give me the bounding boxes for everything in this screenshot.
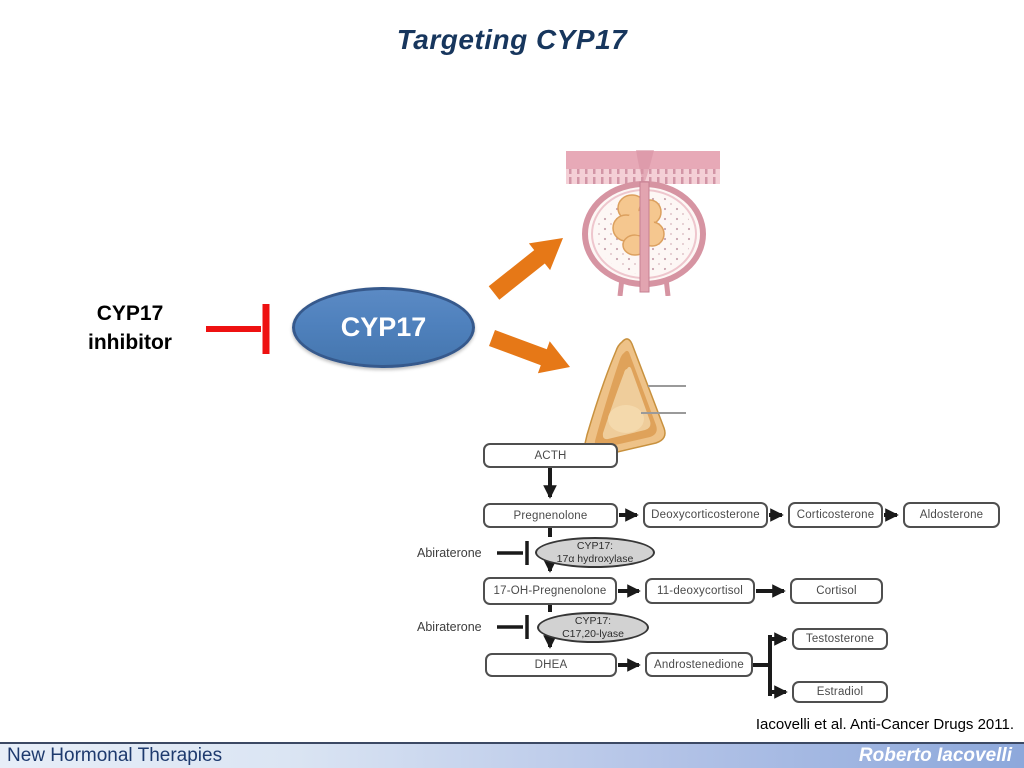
cyp17-target-label: CYP17 (340, 312, 427, 342)
pathway-box-dhea: DHEA (485, 653, 617, 677)
pathway-box-testosterone: Testosterone (792, 628, 888, 650)
box-label: ACTH (534, 449, 567, 462)
gland-tissue-texture (596, 194, 692, 274)
box-label: Cortisol (816, 585, 857, 597)
urethra-channel (639, 181, 650, 293)
citation-text: Iacovelli et al. Anti-Cancer Drugs 2011. (755, 716, 1014, 733)
box-label: Androstenedione (654, 658, 744, 671)
urethra-neck (636, 150, 654, 184)
enzyme-label-line1: CYP17: (574, 614, 612, 627)
enzyme-label-line2: 17α hydroxylase (556, 552, 634, 565)
cyp17-target-ellipse: CYP17 (292, 287, 475, 368)
pathway-box-11-deoxycortisol: 11-deoxycortisol (645, 578, 755, 604)
enzyme-label-line1: CYP17: (576, 539, 614, 552)
urethra-stem (617, 277, 671, 296)
adrenal-label-lines (641, 385, 686, 414)
pathway-box-corticosterone: Corticosterone (788, 502, 883, 528)
footer-author-name: Roberto Iacovelli (858, 745, 1012, 766)
pathway-box-deoxycorticosterone: Deoxycorticosterone (643, 502, 768, 528)
box-label: Corticosterone (796, 509, 875, 521)
adrenal-cortex (594, 350, 657, 449)
inhibitor-label-line2: inhibitor (88, 331, 172, 354)
prostate-anatomy-illustration (566, 150, 720, 296)
cyp17-inhibitor-label: CYP17 inhibitor (75, 299, 185, 357)
adrenal-capsule (583, 338, 666, 459)
pathway-box-pregnenolone: Pregnenolone (483, 503, 618, 528)
inhibitor-label-line1: CYP17 (96, 302, 164, 325)
pathway-box-androstenedione: Androstenedione (645, 652, 753, 677)
pathway-box-estradiol: Estradiol (792, 681, 888, 703)
prostate-capsule (582, 181, 706, 287)
prostate-lobes (612, 194, 665, 256)
abiraterone-label-upper: Abiraterone (417, 546, 482, 560)
box-label: Testosterone (805, 633, 875, 645)
pathway-box-aldosterone: Aldosterone (903, 502, 1000, 528)
bladder-wall-band (566, 151, 720, 169)
arrow-to-adrenal-icon (489, 330, 570, 374)
box-label: DHEA (534, 659, 568, 671)
box-label: 11-deoxycortisol (656, 585, 744, 597)
footer-presentation-title: New Hormonal Therapies (7, 745, 223, 766)
enzyme-label-line2: C17,20-lyase (562, 627, 624, 640)
enzyme-ellipse-c1720-lyase: CYP17: C17,20-lyase (537, 612, 649, 643)
abiraterone-tbar-icon-upper (497, 541, 529, 565)
pathway-box-17-oh-pregnenolone: 17-OH-Pregnenolone (483, 577, 617, 605)
abiraterone-label-lower: Abiraterone (417, 620, 482, 634)
box-label: 17-OH-Pregnenolone (493, 585, 607, 597)
pathway-box-acth: ACTH (483, 443, 618, 468)
adrenal-highlight (608, 405, 644, 433)
box-label: Aldosterone (919, 509, 984, 521)
pathway-box-cortisol: Cortisol (790, 578, 883, 604)
page-title: Targeting CYP17 (396, 24, 628, 55)
abiraterone-tbar-icon-lower (497, 615, 529, 639)
footer-bar: New Hormonal Therapies Roberto Iacovelli (0, 742, 1024, 768)
adrenal-medulla (602, 366, 651, 440)
enzyme-ellipse-17a-hydroxylase: CYP17: 17α hydroxylase (535, 537, 655, 568)
box-label: Deoxycorticosterone (651, 509, 760, 521)
capsule-inner-ring (591, 189, 697, 279)
arrow-to-prostate-icon (488, 238, 563, 300)
muscle-striation-band (566, 169, 720, 184)
inhibition-tbar-icon (206, 304, 270, 354)
box-label: Estradiol (816, 686, 864, 698)
box-label: Pregnenolone (513, 509, 588, 522)
